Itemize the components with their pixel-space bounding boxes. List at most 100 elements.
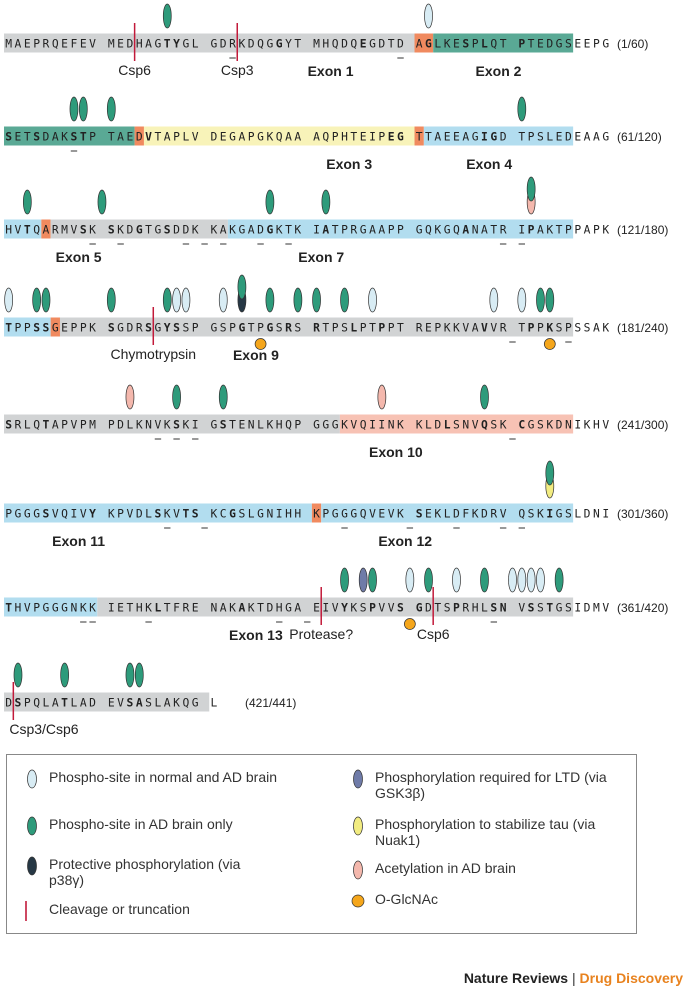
residue: T: [528, 38, 535, 51]
residue: M: [108, 38, 115, 51]
residue: G: [602, 38, 609, 51]
residue: P: [565, 224, 572, 237]
residue: T: [5, 602, 12, 615]
residue: S: [145, 697, 152, 710]
residue: E: [15, 131, 22, 144]
residue: G: [472, 131, 479, 144]
residue: K: [266, 419, 273, 432]
residue: A: [136, 697, 143, 710]
residue: P: [369, 602, 376, 615]
row-range-label: (181/240): [617, 321, 668, 335]
residue: P: [528, 224, 535, 237]
residue: K: [89, 322, 96, 335]
residue: Y: [173, 38, 180, 51]
teal-oval-marker: [69, 96, 79, 122]
residue: S: [490, 602, 497, 615]
residue: K: [546, 419, 553, 432]
residue: G: [266, 38, 273, 51]
residue: A: [537, 224, 544, 237]
residue: K: [164, 508, 171, 521]
residue: I: [378, 419, 385, 432]
residue: A: [313, 131, 320, 144]
cleavage-label: Csp3: [221, 62, 254, 78]
residue: Q: [33, 419, 40, 432]
residue: V: [481, 322, 488, 335]
residue: P: [5, 508, 12, 521]
residue: I: [369, 131, 376, 144]
residue: L: [481, 602, 488, 615]
residue: D: [173, 224, 180, 237]
residue: D: [453, 508, 460, 521]
cleavage-label: Chymotrypsin: [110, 346, 196, 362]
teal-oval-marker: [480, 384, 489, 410]
residue: K: [416, 419, 423, 432]
residue: I: [574, 419, 581, 432]
residue: P: [80, 322, 87, 335]
residue: E: [453, 131, 460, 144]
residue: A: [145, 38, 152, 51]
residue: A: [481, 224, 488, 237]
residue: G: [416, 602, 423, 615]
residue: P: [528, 322, 535, 335]
residue: L: [43, 697, 50, 710]
teal-oval-marker: [265, 287, 275, 313]
light-oval-marker: [517, 287, 527, 313]
residue: G: [136, 224, 143, 237]
residue: S: [360, 602, 367, 615]
region-band: [4, 692, 210, 712]
residue: K: [602, 224, 609, 237]
residue: G: [285, 602, 292, 615]
residue: I: [276, 508, 283, 521]
residue: S: [584, 322, 591, 335]
residue: G: [425, 38, 432, 51]
row-range-label: (121/180): [617, 223, 668, 237]
residue: T: [397, 322, 404, 335]
legend-label-cleavage: Cleavage or truncation: [49, 901, 190, 917]
residue: Q: [52, 38, 59, 51]
residue: S: [220, 322, 227, 335]
residue: D: [126, 224, 133, 237]
residue: K: [210, 224, 217, 237]
residue: V: [490, 322, 497, 335]
residue: G: [52, 602, 59, 615]
residue: G: [322, 419, 329, 432]
residue: F: [173, 602, 180, 615]
residue: S: [565, 38, 572, 51]
residue: I: [192, 419, 199, 432]
residue: R: [229, 38, 236, 51]
residue: K: [584, 419, 591, 432]
light-oval-marker: [536, 567, 545, 593]
residue: A: [584, 224, 591, 237]
residue: D: [546, 38, 553, 51]
residue: R: [52, 224, 59, 237]
residue: E: [360, 131, 367, 144]
teal-oval-marker: [106, 96, 116, 122]
residue: L: [257, 419, 264, 432]
residue: D: [136, 508, 143, 521]
residue: S: [528, 508, 535, 521]
residue: A: [220, 602, 227, 615]
residue: T: [5, 322, 12, 335]
residue: K: [294, 224, 301, 237]
exon-label: Exon 2: [476, 63, 522, 79]
residue: V: [518, 602, 525, 615]
residue: A: [15, 38, 22, 51]
residue: S: [453, 419, 460, 432]
teal-oval-marker: [22, 189, 32, 215]
residue: A: [294, 131, 301, 144]
residue: D: [182, 224, 189, 237]
cleavage-label: Protease?: [289, 626, 353, 642]
row-range-label: (361/420): [617, 601, 668, 615]
region-band: [4, 414, 340, 434]
light-oval-icon: [27, 769, 37, 789]
region-band: [4, 126, 135, 146]
exon-label: Exon 10: [369, 444, 423, 460]
residue: G: [229, 131, 236, 144]
residue: G: [154, 322, 161, 335]
residue: S: [574, 322, 581, 335]
residue: H: [276, 602, 283, 615]
light-oval-marker: [517, 567, 527, 593]
